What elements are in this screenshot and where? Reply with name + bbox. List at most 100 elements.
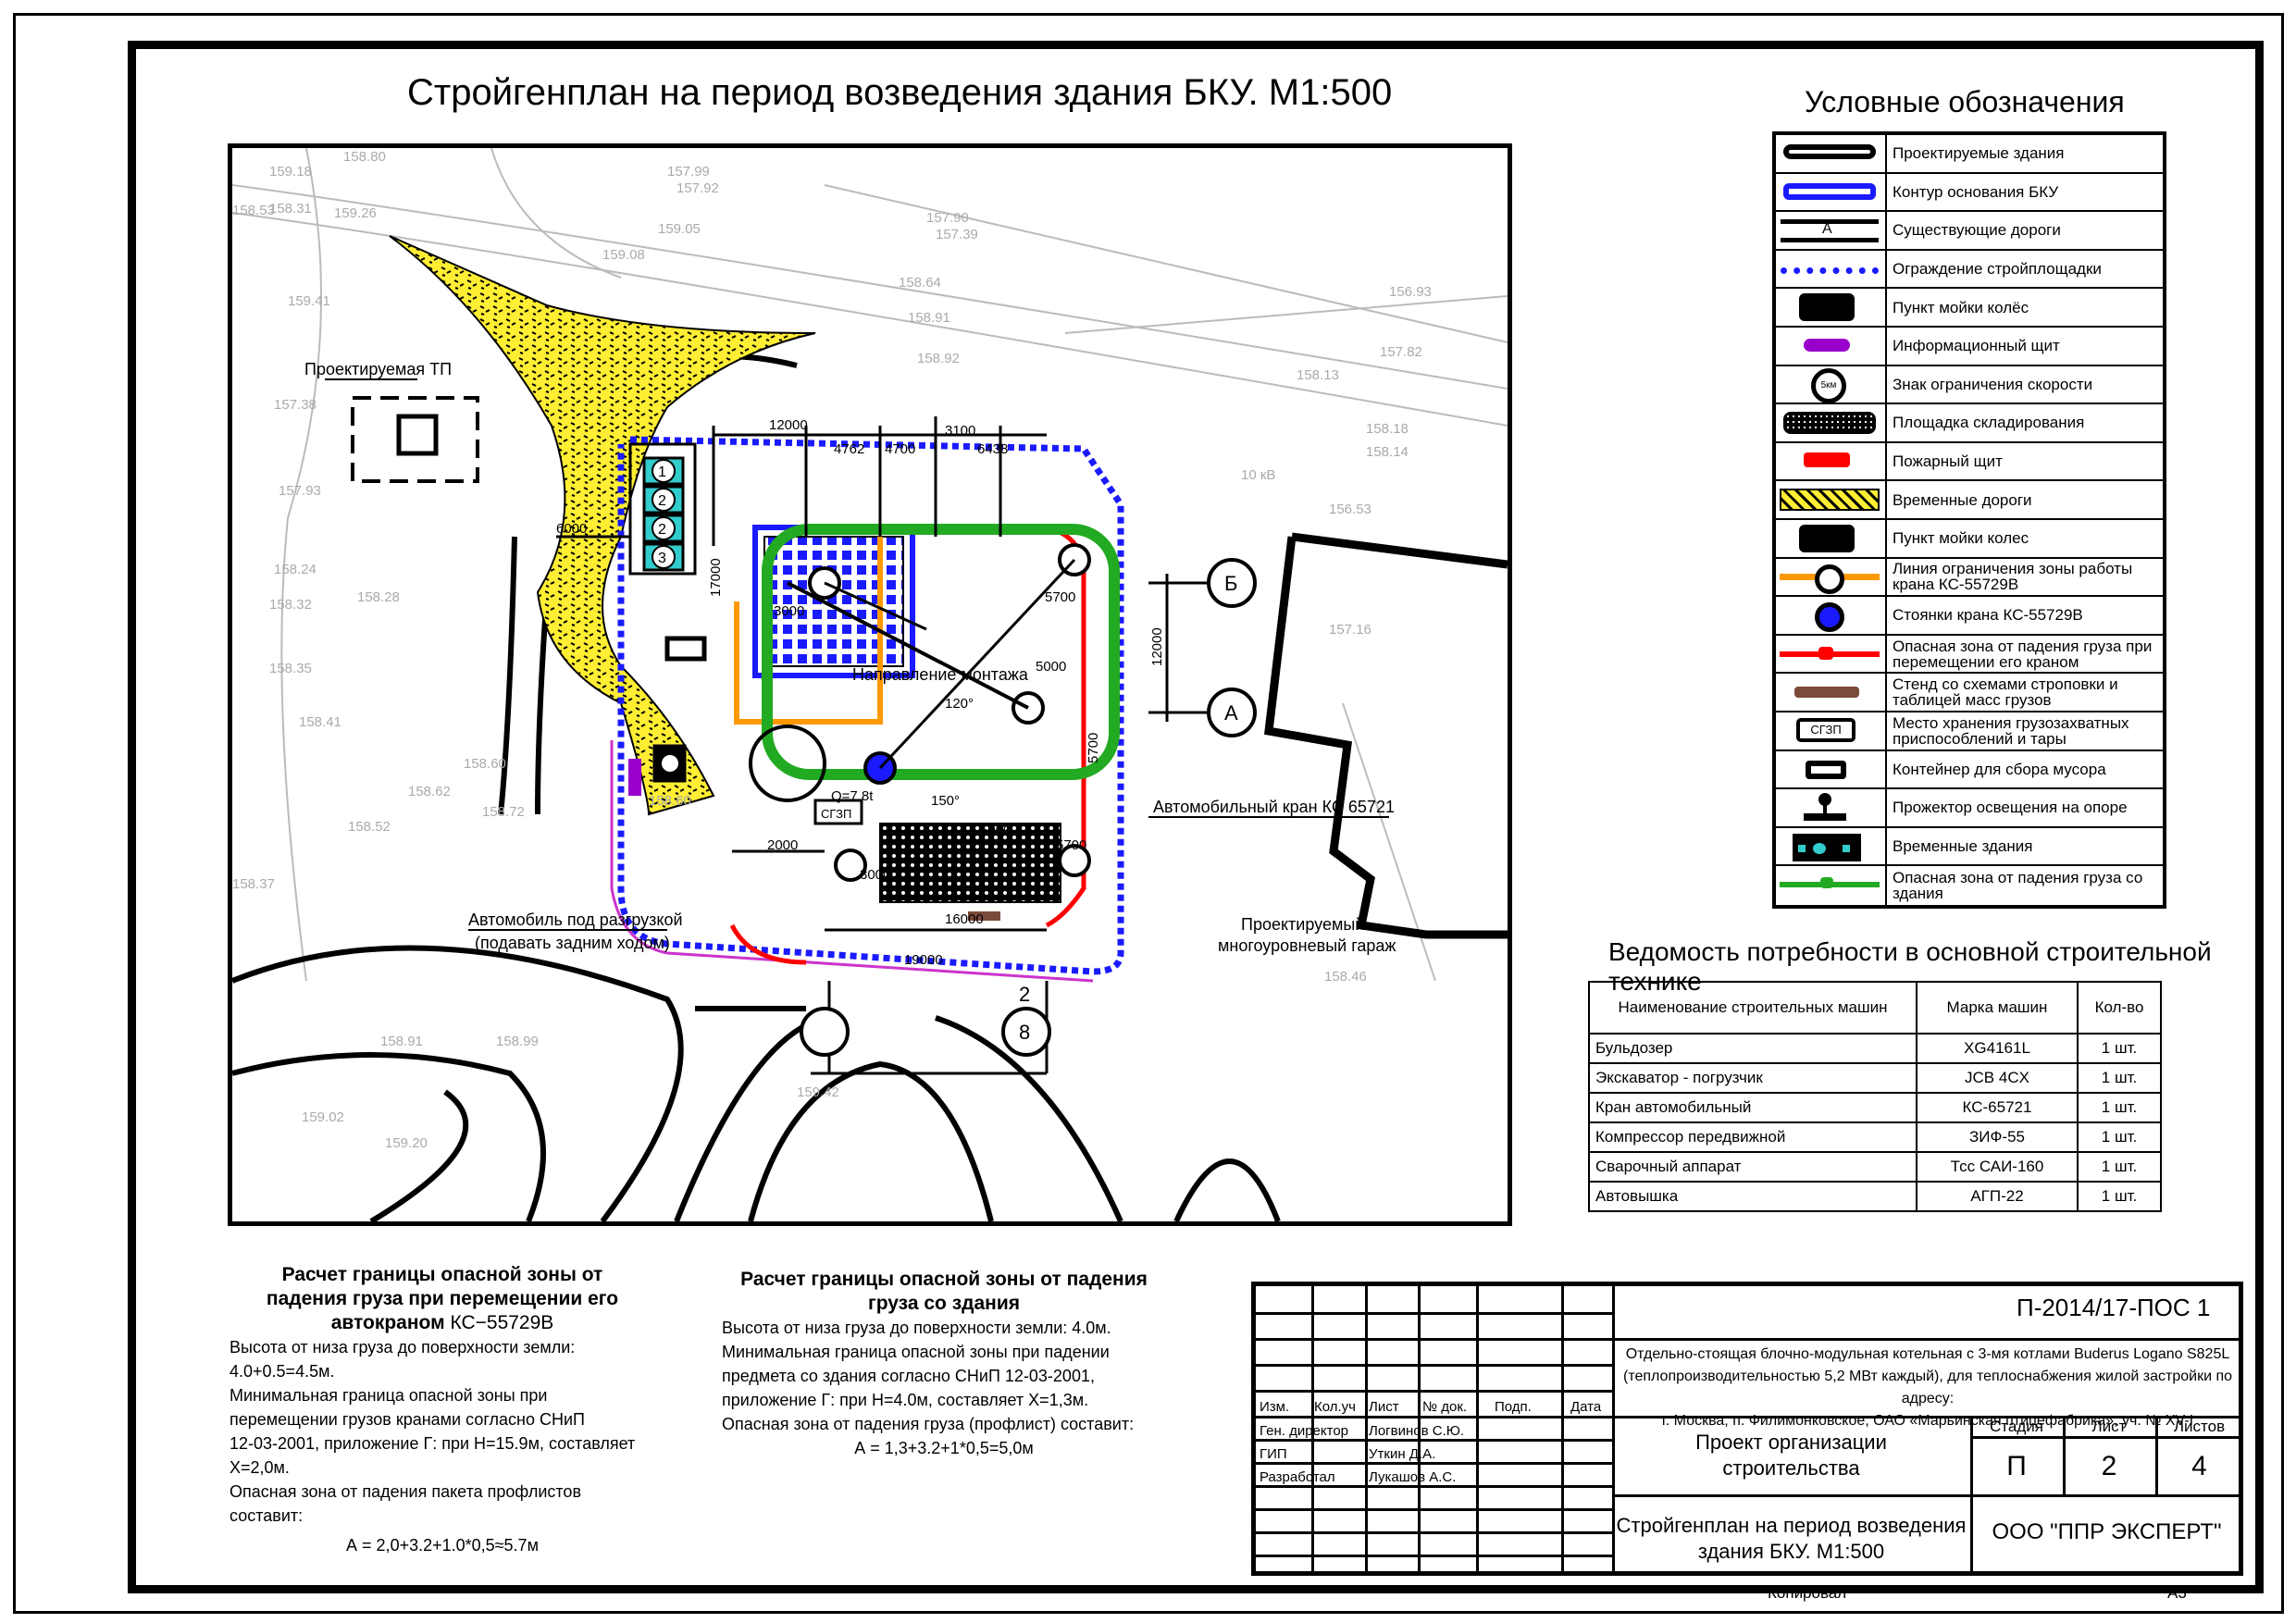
legend-text: Пункт мойки колес <box>1893 529 2029 548</box>
table-cell: 1 шт. <box>2077 1062 2162 1094</box>
calc-crane-title-3a: автокраном <box>330 1312 445 1333</box>
legend-text: Опасная зона от падения груза со здания <box>1893 869 2143 903</box>
legend-text: Стенд со схемами строповки и таблицей ма… <box>1893 675 2118 710</box>
garage-label: Проектируемый <box>1241 915 1364 934</box>
calc-line: Минимальная граница опасной зоны при <box>230 1386 548 1405</box>
garage-building <box>1264 532 1508 939</box>
col-header: Дата <box>1570 1399 1602 1415</box>
dim-label: 120° <box>945 696 974 712</box>
elevation: 157.38 <box>274 397 316 413</box>
axis-8: 8 <box>1019 1021 1030 1044</box>
col-header: Лист <box>1369 1399 1399 1415</box>
crane-label: Автомобильный кран КС 65721 <box>1153 798 1395 816</box>
calc-building-block: Расчет границы опасной зоны от падения г… <box>722 1268 1166 1460</box>
elevation: 159.41 <box>288 293 330 309</box>
table-cell: КС-65721 <box>1916 1092 2079 1123</box>
legend-text: Контейнер для сбора мусора <box>1893 760 2106 778</box>
legend-text: Информационный щит <box>1893 337 2060 355</box>
elevation: 159.26 <box>334 205 377 221</box>
calc-crane-title-1: Расчет границы опасной зоны от <box>281 1264 603 1285</box>
mount-direction-label: Направление монтажа <box>852 665 1029 684</box>
elevation: 158.91 <box>908 310 950 326</box>
elevation: 157.93 <box>279 483 321 499</box>
calc-crane-title-3b: КС−55729В <box>444 1312 554 1333</box>
tp-label: Проектируемая ТП <box>304 360 452 378</box>
storage-num: 3 <box>658 551 666 566</box>
elevation: 158.64 <box>899 275 941 291</box>
info-board <box>628 759 641 796</box>
calc-building-title-2: груза со здания <box>867 1293 1020 1314</box>
elevation: 157.92 <box>676 180 719 196</box>
calc-line: составит: <box>230 1506 304 1525</box>
format-label: А3 <box>2167 1584 2187 1602</box>
dim-label: Q=7.8t <box>831 788 874 804</box>
calc-line: 12-03-2001, приложение Г: при Н=15.9м, с… <box>230 1434 636 1453</box>
dim-label: 3000 <box>774 603 804 619</box>
slinging-stand <box>968 911 1000 921</box>
legend-table: Проектируемые здания Контур основания БК… <box>1772 131 2166 909</box>
table-header: Кол-во <box>2077 981 2162 1035</box>
legend-row: Опасная зона от падения груза со здания <box>1776 866 2163 905</box>
calc-crane-title-2: падения груза при перемещении его <box>266 1288 619 1309</box>
legend-row: Пожарный щит <box>1776 442 2163 482</box>
legend-row: Пункт мойки колес <box>1776 519 2163 559</box>
site-plan-drawing: Проектируемая ТП 1 2 2 3 СГЗП <box>232 148 1508 1221</box>
speed-glyph: 5км <box>1811 367 1846 403</box>
col-header: Изм. <box>1260 1399 1290 1415</box>
col-header: Подп. <box>1495 1399 1532 1415</box>
table-header: Наименование строительных машин <box>1588 981 1917 1035</box>
elevation: 158.80 <box>343 149 386 165</box>
legend-text: Место хранения грузозахватных приспособл… <box>1893 713 2129 748</box>
calc-line: Высота от низа груза до поверхности земл… <box>230 1338 576 1357</box>
table-cell: Тсс САИ-160 <box>1916 1151 2079 1183</box>
garbage-container-icon <box>1776 750 1887 788</box>
temp-road-icon <box>1776 481 1887 518</box>
calc-line: предмета со здания согласно СНиП 12-03-2… <box>722 1367 1095 1385</box>
sheet-title-line: Стройгенплан на период возведения <box>1616 1514 1967 1537</box>
legend-text: Контур основания БКУ <box>1893 182 2059 201</box>
elevation: 157.82 <box>1380 344 1422 360</box>
storage-area-icon <box>1776 404 1887 441</box>
sgzp-place <box>813 799 863 825</box>
doc-code: П-2014/17-ПОС 1 <box>2017 1294 2211 1321</box>
elevation: 157.16 <box>1329 622 1371 638</box>
company-name: ООО "ППР ЭКСПЕРТ" <box>1992 1519 2222 1544</box>
fence-purple <box>610 740 1094 983</box>
axis-a: А <box>1224 701 1238 725</box>
outer-border <box>13 13 2284 1614</box>
stage-value: П <box>2006 1451 2027 1481</box>
desc-line: (теплопроизводительностью 5,2 МВт каждый… <box>1622 1369 2233 1406</box>
elevation: 157.39 <box>936 227 978 242</box>
dim-label: 6438 <box>977 441 1008 457</box>
stage-label: Стадия <box>1990 1418 2043 1435</box>
sgzp-glyph: СГЗП <box>1796 717 1855 742</box>
col-header: Кол.уч <box>1314 1399 1356 1415</box>
table-cell: JCB 4CX <box>1916 1062 2079 1094</box>
wheel-wash-2-icon <box>1776 519 1887 557</box>
site-fence <box>617 436 1124 975</box>
legend-text: Временные здания <box>1893 836 2033 855</box>
person-name: Логвинов С.Ю. <box>1369 1423 1465 1439</box>
table-cell: 1 шт. <box>2077 1092 2162 1123</box>
elevation: 159.05 <box>658 221 701 237</box>
elevation: 158.32 <box>269 597 312 613</box>
dim-label: 5700 <box>1056 837 1086 853</box>
desc-line: Отдельно-стоящая блочно-модульная котель… <box>1625 1346 2230 1362</box>
legend-text: Линия ограничения зоны работы крана КС-5… <box>1893 560 2133 594</box>
storage-num: 2 <box>658 493 666 509</box>
legend-row: Стенд со схемами строповки и таблицей ма… <box>1776 674 2163 712</box>
drawing-title: Стройгенплан на период возведения здания… <box>407 72 1393 113</box>
dim-label: 5000 <box>1036 659 1066 675</box>
temp-buildings-icon <box>1776 827 1887 865</box>
elevation: 158.53 <box>232 203 275 218</box>
storage-area <box>879 823 1061 903</box>
table-cell: Кран автомобильный <box>1588 1092 1917 1123</box>
title-block: Изм. Кол.уч Лист № док. Подп. Дата Ген. … <box>1251 1282 2243 1576</box>
calc-line: перемещении грузов кранами согласно СНиП <box>230 1410 585 1429</box>
legend-row: Пункт мойки колёс <box>1776 289 2163 328</box>
